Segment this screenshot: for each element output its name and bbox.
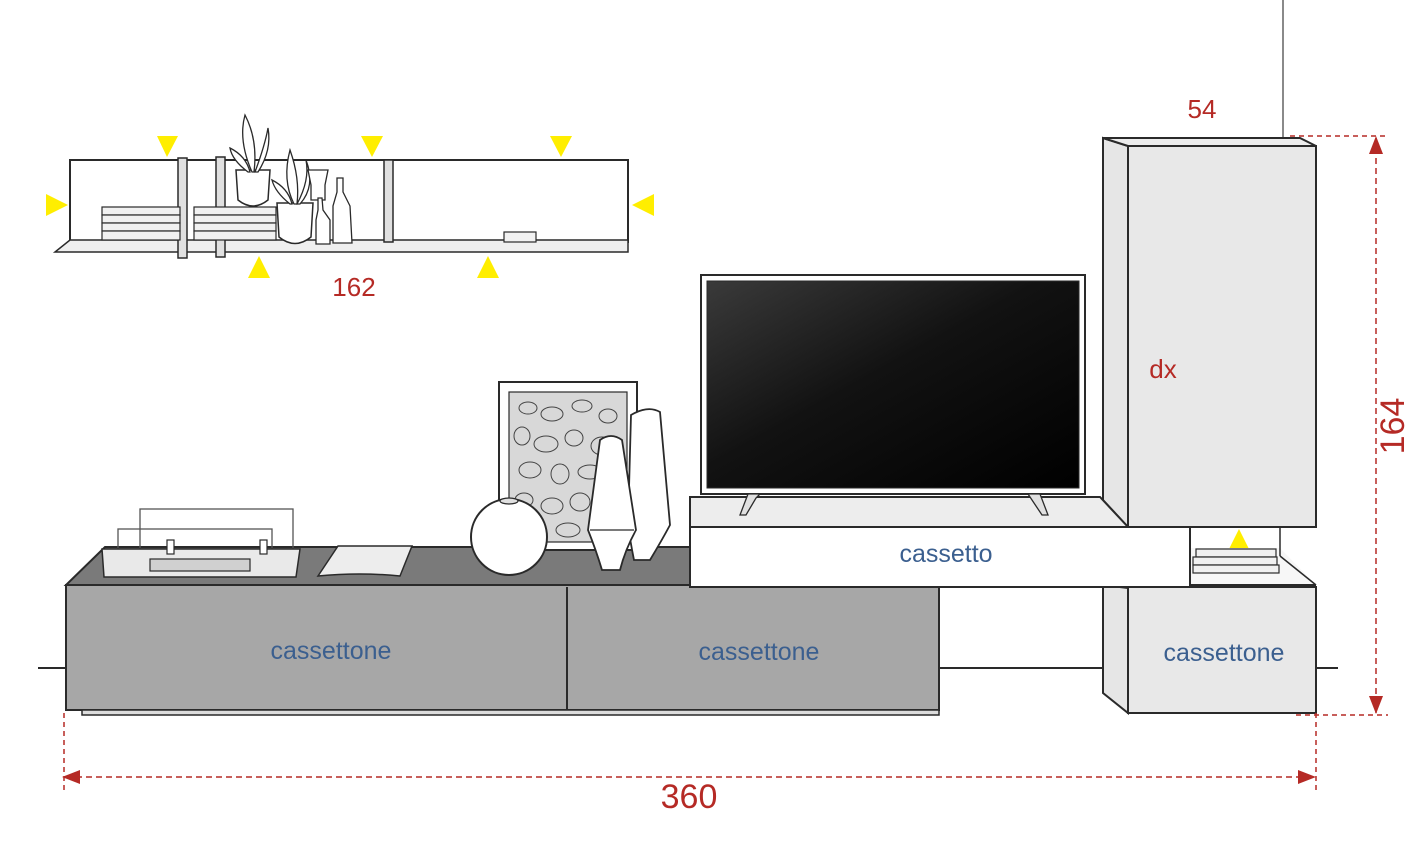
column-width-dimension: 54 (1188, 94, 1217, 124)
open-book (316, 545, 414, 577)
round-vase (470, 497, 548, 576)
marker-up-icon (1228, 529, 1250, 551)
tv-drawer-unit (689, 496, 1316, 588)
arrow-left-icon (62, 770, 80, 784)
marker-left-icon (632, 194, 654, 216)
drawer-left-label: cassettone (271, 637, 392, 665)
tall-column-cabinet (1102, 136, 1317, 716)
mounting-markers (46, 136, 1250, 551)
marker-right-icon (46, 194, 68, 216)
marker-down-icon (361, 136, 383, 157)
drawer-middle-label: cassettone (699, 638, 820, 666)
tall-vases (587, 408, 671, 571)
arrow-up-icon (1369, 136, 1383, 154)
dimension-arrowheads (62, 136, 1383, 784)
shelf-width-dimension: 162 (332, 272, 375, 302)
marker-down-icon (550, 136, 572, 157)
marker-up-icon (477, 256, 499, 278)
column-height-dimension: 164 (1374, 398, 1412, 455)
drawer-right-label: cassettone (1164, 639, 1285, 667)
wall-shelf (52, 113, 629, 259)
marker-down-icon (157, 136, 178, 157)
bio-fireplace (101, 508, 301, 578)
marker-up-icon (248, 256, 270, 278)
television (700, 274, 1086, 516)
arrow-right-icon (1298, 770, 1316, 784)
tv-drawer-label: cassetto (899, 540, 992, 568)
arrow-down-icon (1369, 696, 1383, 714)
column-side-label: dx (1149, 354, 1176, 384)
total-width-dimension: 360 (661, 778, 718, 816)
